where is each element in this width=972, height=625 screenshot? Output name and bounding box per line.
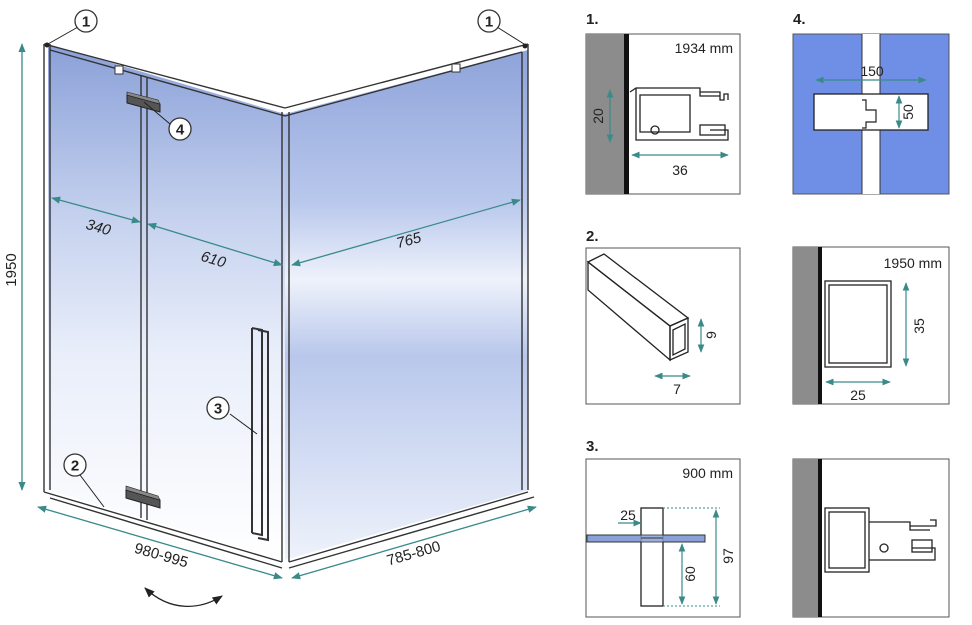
dim-height: 1950 [3,253,20,286]
detail-3-length: 900 mm [682,465,733,481]
callout-circle [63,453,87,477]
door-swing-arrow [144,587,223,607]
callout-3: 3 [214,401,222,418]
detail-2-panel [585,247,741,405]
wall [793,247,819,404]
detail-5-panel [792,246,950,405]
hinge-plate [813,93,929,131]
dim-door: 610 [199,248,229,272]
detail-1-width: 36 [672,162,688,178]
dim-fixed-front: 340 [84,216,113,239]
callouts: 1 1 2 3 4 [47,9,525,508]
top-hinge [126,91,161,113]
dimension-lines [18,43,537,580]
detail-5-width: 25 [850,387,866,403]
detail-3-panel [585,458,741,618]
callout-4: 4 [176,122,185,139]
detail-1-length: 1934 mm [675,40,733,56]
callout-circle [168,117,192,141]
detail-5-length: 1950 mm [884,255,942,271]
front-glass-panel [48,44,285,560]
callout-circle [477,9,501,33]
detail-4-height: 50 [900,104,916,120]
wall [793,459,819,617]
callout-circle [74,9,98,33]
detail-3-lower: 60 [682,566,698,582]
callout-circle [206,396,230,420]
top-clip [451,63,461,73]
handle-bar [640,507,664,607]
detail-3-total: 97 [720,548,736,564]
detail-2-height: 9 [703,331,719,339]
detail-2-title: 2. [586,228,599,245]
top-clip [114,65,124,75]
detail-6-panel [792,458,950,618]
dim-front-range: 980-995 [132,540,190,572]
detail-4-title: 4. [793,11,806,28]
detail-4-width: 150 [860,63,884,79]
dim-side: 765 [395,229,424,252]
detail-4-panel [792,33,950,195]
callout-2: 2 [71,458,79,475]
detail-2-width: 7 [673,381,681,397]
detail-3-top: 25 [620,507,636,523]
enclosure-drawing [43,42,535,569]
detail-1-title: 1. [586,11,599,28]
detail-1-panel [585,33,741,195]
callout-1-right: 1 [485,14,493,31]
side-glass-panel [285,50,528,560]
detail-1-height: 20 [590,108,606,124]
callout-1-left: 1 [82,14,90,31]
wall [586,34,626,194]
detail-3-title: 3. [586,438,599,455]
detail-5-height: 35 [911,318,927,334]
